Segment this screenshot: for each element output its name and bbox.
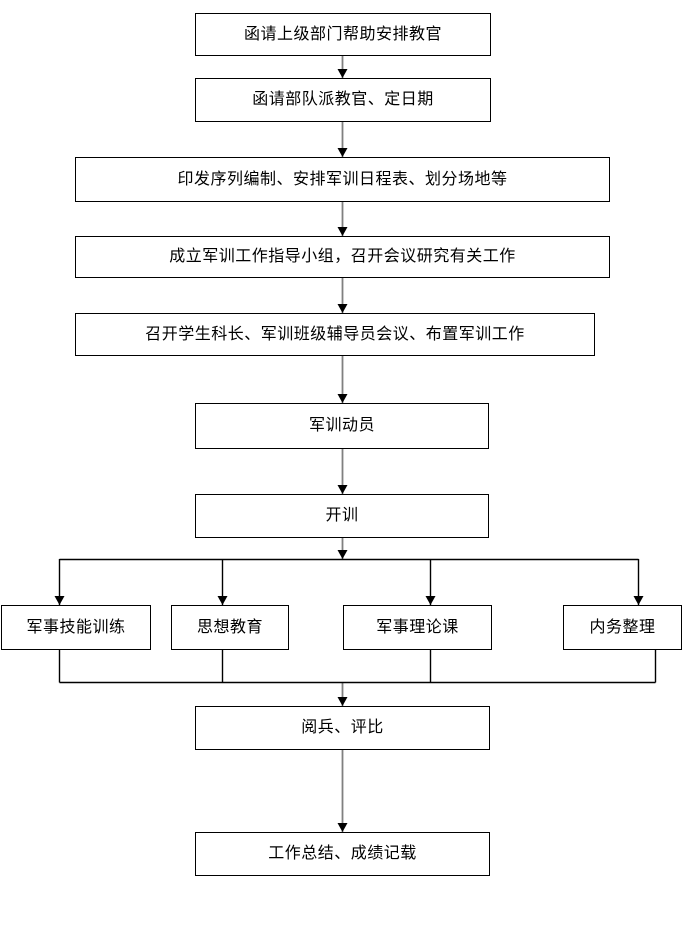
node-label: 军事技能训练	[26, 618, 126, 636]
node-military-skills-training: 军事技能训练	[1, 605, 151, 650]
node-mobilization: 军训动员	[195, 403, 489, 449]
node-parade-review: 阅兵、评比	[195, 706, 490, 750]
node-label: 召开学生科长、军训班级辅导员会议、布置军训工作	[145, 325, 525, 343]
node-label: 开训	[325, 507, 359, 525]
node-label: 成立军训工作指导小组，召开会议研究有关工作	[169, 248, 516, 266]
node-label: 函请部队派教官、定日期	[252, 91, 434, 109]
node-label: 内务整理	[589, 618, 656, 636]
node-label: 思想教育	[196, 618, 263, 636]
node-military-theory-class: 军事理论课	[343, 605, 492, 650]
node-counselor-meeting: 召开学生科长、军训班级辅导员会议、布置军训工作	[75, 313, 595, 356]
node-label: 军训动员	[308, 417, 375, 435]
node-summary-records: 工作总结、成绩记载	[195, 832, 490, 876]
node-label: 阅兵、评比	[301, 719, 384, 737]
node-housekeeping: 内务整理	[563, 605, 682, 650]
node-training-start: 开训	[195, 494, 489, 538]
node-setup-leading-group: 成立军训工作指导小组，召开会议研究有关工作	[75, 236, 610, 278]
node-request-troops-instructors: 函请部队派教官、定日期	[195, 78, 491, 122]
node-label: 印发序列编制、安排军训日程表、划分场地等	[177, 170, 508, 188]
node-ideology-education: 思想教育	[171, 605, 289, 650]
node-label: 工作总结、成绩记载	[268, 845, 417, 863]
node-label: 函请上级部门帮助安排教官	[243, 25, 442, 43]
node-print-schedule-plan: 印发序列编制、安排军训日程表、划分场地等	[75, 157, 610, 202]
node-request-superior-help: 函请上级部门帮助安排教官	[195, 13, 491, 56]
node-label: 军事理论课	[376, 618, 459, 636]
